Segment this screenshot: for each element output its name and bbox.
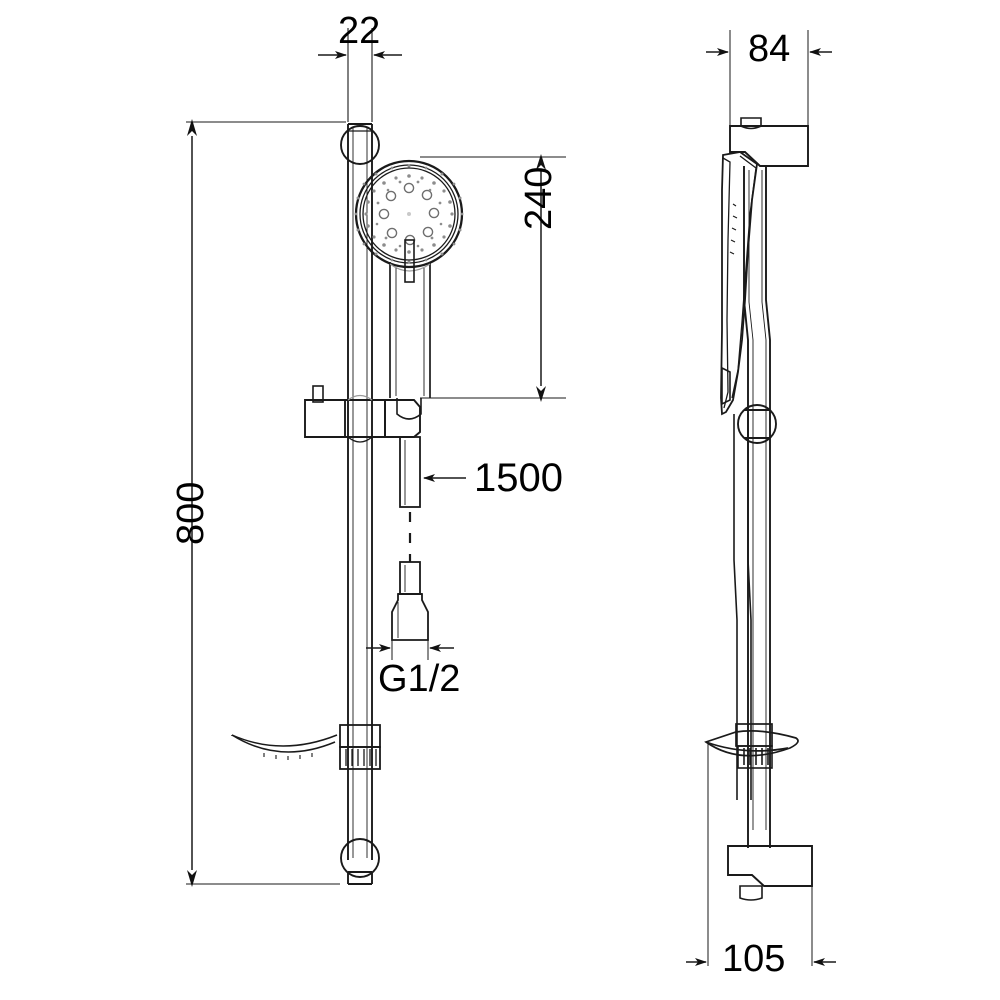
slide-rail-side bbox=[743, 166, 771, 832]
rail-bracket-top-front bbox=[340, 125, 380, 165]
handset-side-detail-marks bbox=[729, 203, 738, 255]
handset-grip-highlight bbox=[395, 268, 425, 396]
soap-dish-collar-teeth bbox=[345, 749, 377, 766]
dim-84-extension-lines bbox=[729, 30, 809, 126]
handset-lever bbox=[404, 239, 415, 283]
shower-hose-upper bbox=[399, 436, 421, 508]
dim-1500-label: 1500 bbox=[474, 456, 563, 500]
shower-hose-lower bbox=[391, 561, 429, 641]
soap-dish-side bbox=[704, 723, 799, 757]
rail-bracket-bottom-front bbox=[340, 838, 380, 885]
rail-bracket-bottom-side-nub bbox=[739, 885, 763, 901]
handset-side-base bbox=[721, 366, 731, 406]
shower-head-nozzles bbox=[354, 164, 464, 264]
dim-800-label: 800 bbox=[170, 481, 212, 545]
soap-dish-front bbox=[231, 734, 338, 760]
dim-800-arrow-line bbox=[187, 119, 197, 887]
slider-holder-side bbox=[737, 404, 777, 444]
handset-grip-front bbox=[389, 262, 431, 398]
dim-240-arrow-line bbox=[536, 154, 546, 402]
dim-240-label: 240 bbox=[518, 166, 560, 230]
slide-rail-side-lower bbox=[747, 832, 771, 848]
dim-22-label: 22 bbox=[338, 10, 381, 52]
rail-bracket-top-side bbox=[729, 125, 809, 167]
slider-holder-rail-pass bbox=[347, 394, 373, 443]
handset-base-front bbox=[396, 398, 422, 420]
shower-head-side bbox=[720, 151, 758, 416]
soap-dish-collar-front bbox=[339, 724, 381, 770]
dim-84-label: 84 bbox=[748, 28, 791, 70]
dim-105-extension-lines bbox=[707, 742, 813, 966]
slider-holder-tab-front bbox=[312, 385, 324, 403]
dim-800-extension-lines bbox=[186, 121, 346, 885]
dim-105-label: 105 bbox=[722, 938, 786, 980]
rail-bracket-bottom-side bbox=[727, 845, 813, 887]
handset-hose-side bbox=[733, 414, 752, 800]
handset-side-face-edge bbox=[722, 155, 757, 409]
rail-bracket-top-side-nub bbox=[740, 117, 762, 130]
dim-g12-label: G1/2 bbox=[378, 658, 461, 700]
dim-g12-extension-lines bbox=[391, 640, 429, 660]
slide-rail-front-highlight bbox=[352, 128, 368, 858]
dim-22-extension-lines bbox=[347, 28, 373, 122]
soap-dish-collar-side bbox=[737, 745, 773, 769]
hose-connector-inner bbox=[397, 565, 406, 638]
